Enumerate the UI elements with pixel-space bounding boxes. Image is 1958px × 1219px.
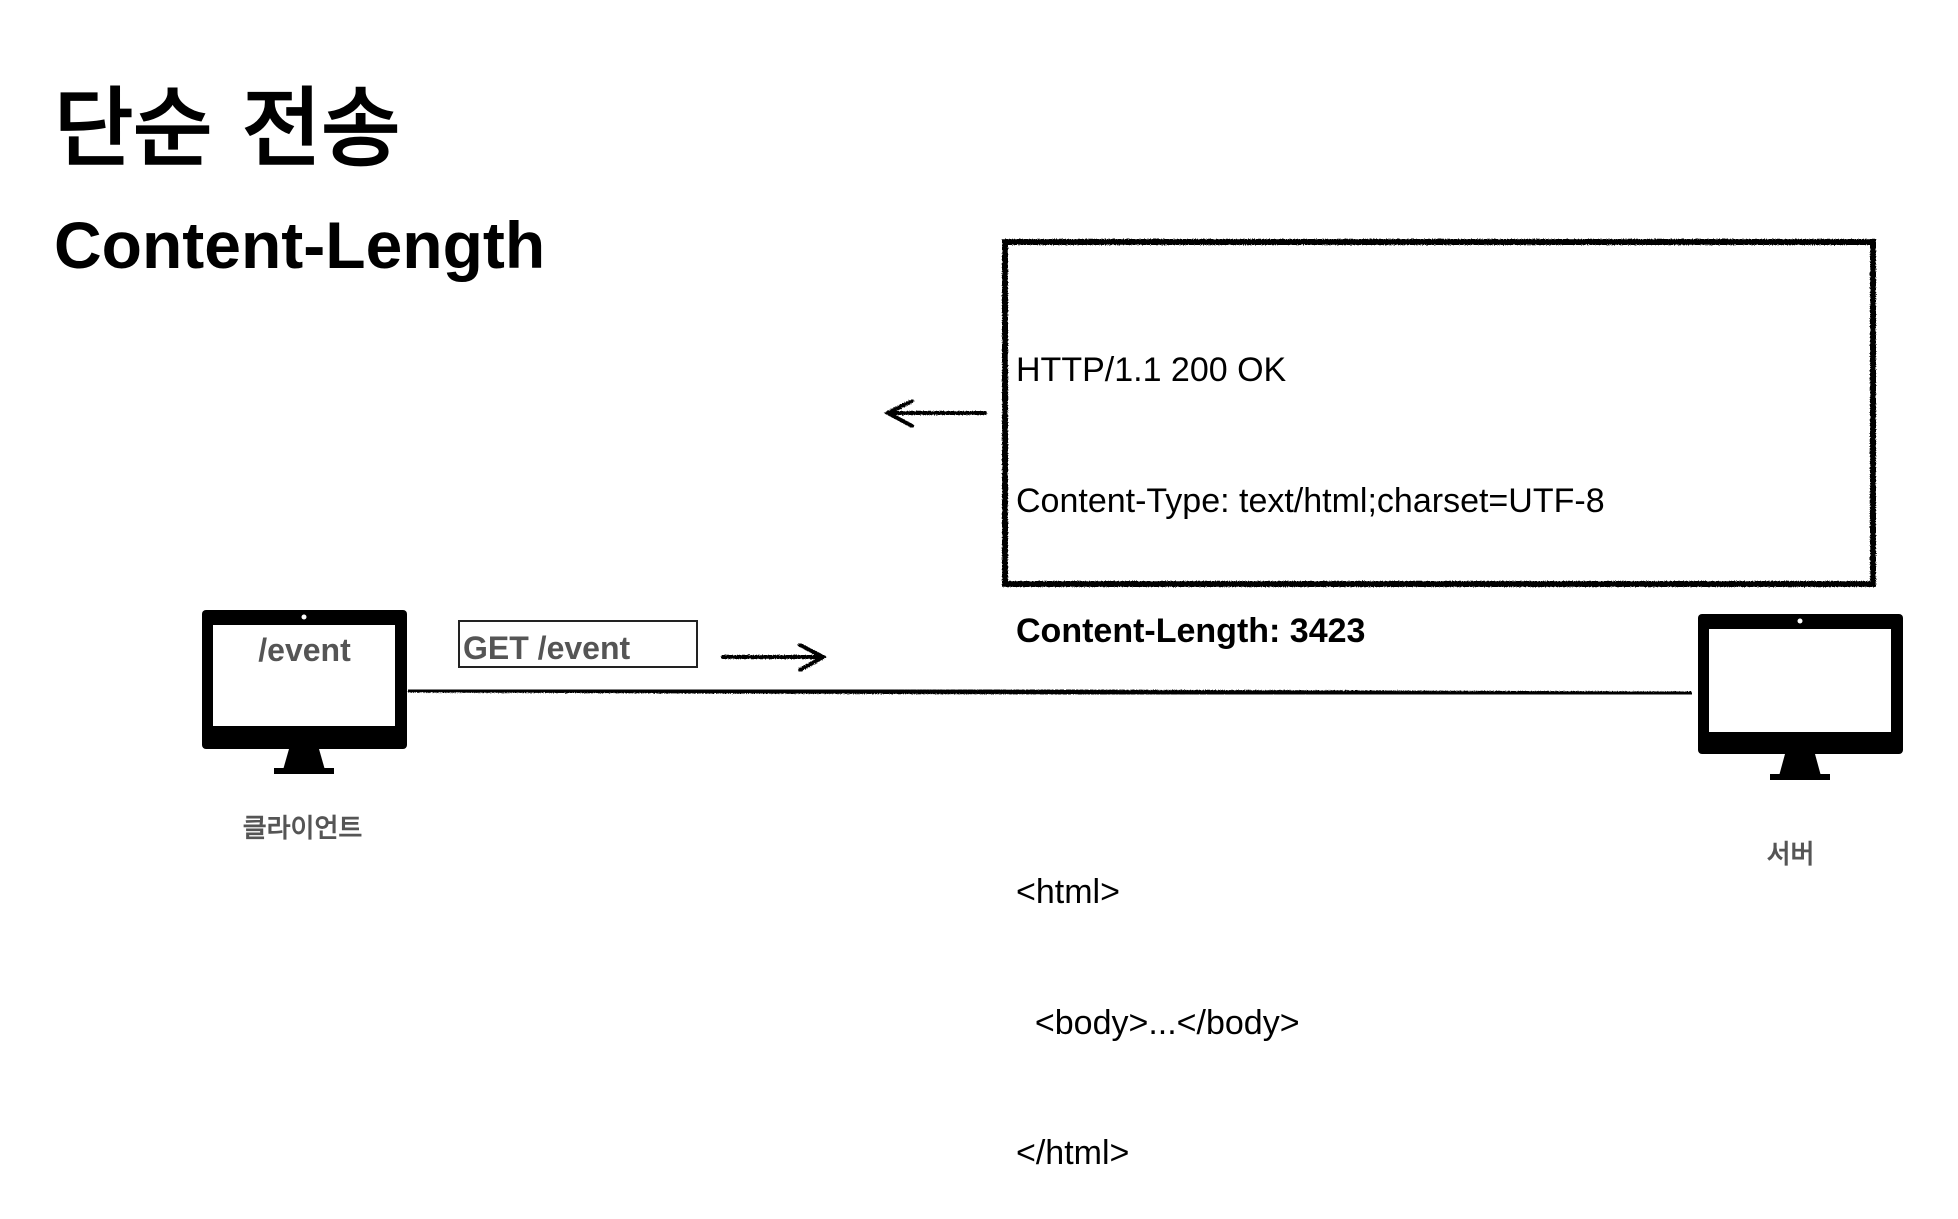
response-blank-line — [1016, 741, 1605, 785]
response-body-line: <html> — [1016, 873, 1120, 911]
response-body-line: <body>...</body> — [1016, 1003, 1300, 1042]
response-content-type-header: Content-Type: text/html;charset=UTF-8 — [1016, 481, 1605, 520]
connection-line — [407, 687, 1693, 697]
client-screen-url: /event — [258, 632, 351, 668]
client-label: 클라이언트 — [242, 814, 363, 844]
request-arrow — [721, 643, 828, 672]
request-label: GET /event — [463, 630, 631, 666]
slide-subtitle: Content-Length — [54, 208, 546, 282]
response-content-length-header: Content-Length: 3423 — [1016, 612, 1366, 650]
request-box — [458, 620, 698, 668]
response-message: HTTP/1.1 200 OK Content-Type: text/html;… — [1016, 262, 1605, 1219]
diagram-canvas — [202, 239, 1903, 780]
response-status-line: HTTP/1.1 200 OK — [1016, 351, 1287, 389]
client-computer-icon — [202, 610, 407, 774]
server-computer-icon — [1698, 614, 1903, 780]
slide-title: 단순 전송 — [54, 79, 401, 179]
response-body-line: </html> — [1016, 1134, 1130, 1172]
response-box — [1002, 239, 1876, 587]
server-label: 서버 — [1766, 840, 1815, 870]
response-arrow — [883, 399, 987, 428]
